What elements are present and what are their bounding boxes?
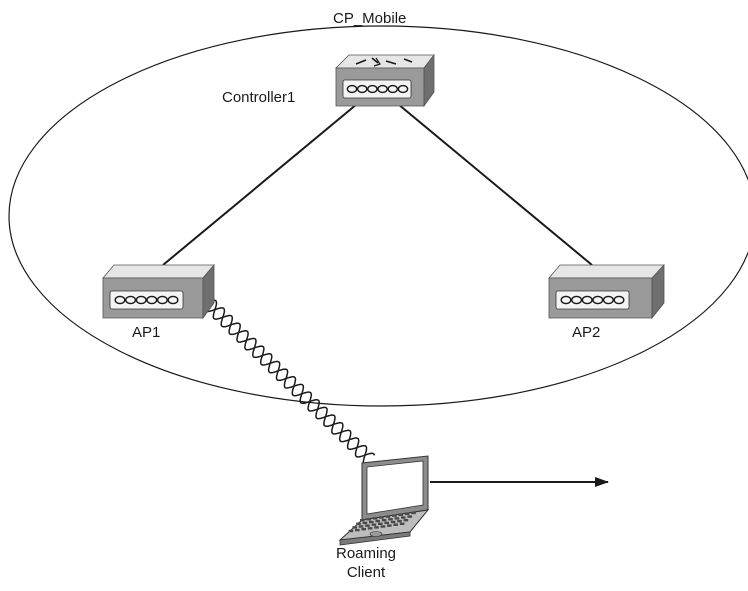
mobility-group-label: CP_Mobile [333,10,407,27]
access-point-icon [102,263,215,320]
wireless-link-ap1-client [204,299,376,466]
ap1-label: AP1 [132,324,161,341]
access-point-icon [548,263,665,320]
client-label-line1: Roaming [335,545,397,562]
wireless-lan-controller-icon [335,53,435,108]
laptop-icon [338,455,430,546]
ap2-label: AP2 [572,324,601,341]
wired-link-controller-ap1 [162,103,358,266]
client-label-line2: Client [346,564,386,581]
wired-link-controller-ap2 [397,103,593,266]
controller-label: Controller1 [222,89,296,106]
mobility-group-boundary [8,25,748,407]
